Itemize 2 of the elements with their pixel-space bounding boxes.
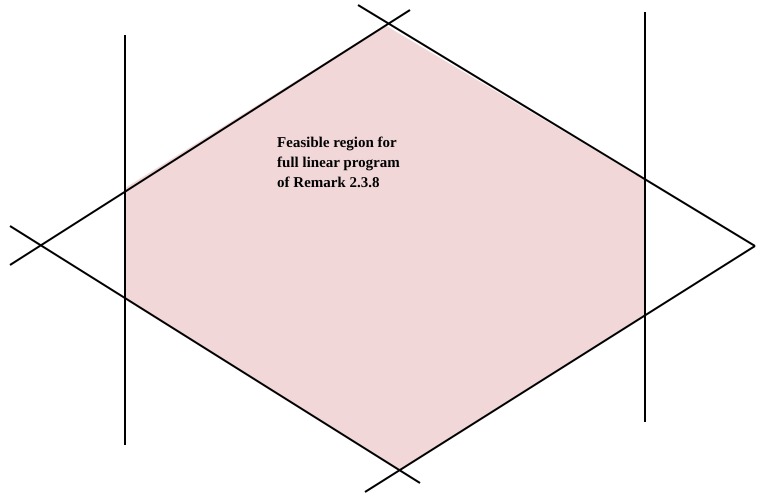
feasible-region <box>125 25 645 470</box>
region-label: Feasible region for full linear program of Remark 2.3.8 <box>277 134 401 193</box>
